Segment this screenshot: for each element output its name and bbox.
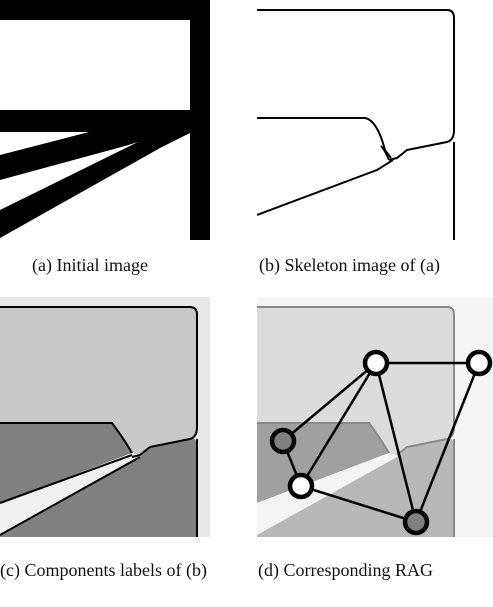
initial-image xyxy=(0,0,210,240)
rag-diagram xyxy=(257,297,493,537)
component-labels-image xyxy=(0,297,210,537)
rag-node-mid-left xyxy=(269,427,297,455)
rag-edge xyxy=(414,362,481,523)
caption-c: (c) Components labels of (b) xyxy=(0,560,207,580)
rag-node-right xyxy=(465,349,493,377)
rag-nodes xyxy=(269,349,493,536)
component-labels-panel xyxy=(0,297,210,537)
rag-node-top xyxy=(362,349,390,377)
rag-node-lower-left xyxy=(287,472,315,500)
rag-edge xyxy=(282,362,377,442)
caption-d: (d) Corresponding RAG xyxy=(258,560,433,580)
rag-edge xyxy=(300,484,417,524)
caption-a: (a) Initial image xyxy=(32,255,148,275)
rag-edge xyxy=(374,362,418,523)
rag-panel xyxy=(257,297,493,537)
initial-image-panel xyxy=(0,0,210,240)
rag-edge xyxy=(299,362,378,487)
rag-node-bottom xyxy=(402,508,430,536)
skeleton-image xyxy=(257,0,467,240)
skeleton-image-panel xyxy=(257,0,467,240)
caption-b: (b) Skeleton image of (a) xyxy=(259,255,440,275)
